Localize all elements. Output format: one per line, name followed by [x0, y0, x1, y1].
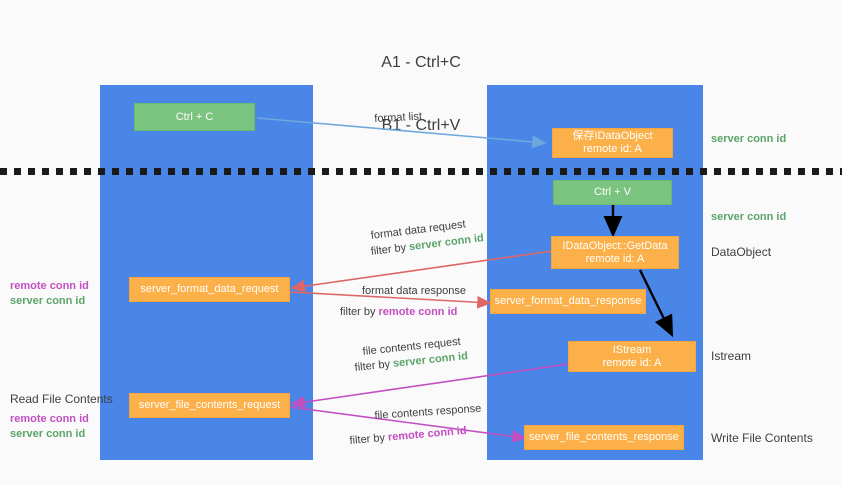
arrow-getdata-to-istream	[638, 269, 674, 338]
box-ctrl-v[interactable]: Ctrl + V	[553, 180, 672, 205]
box-istream[interactable]: IStream remote id: A	[568, 341, 696, 372]
title-line-1: A1 - Ctrl+C	[381, 54, 461, 71]
box-server-file-contents-request[interactable]: server_file_contents_request	[129, 393, 290, 418]
edge-filter-file-contents-request-prefix: filter by	[354, 357, 394, 374]
edge-filter-format-data-response-prefix: filter by	[340, 306, 379, 318]
arrow-format-list	[256, 117, 547, 149]
box-idataobject-getdata-line1: IDataObject::GetData	[562, 239, 668, 252]
box-ctrl-c-label: Ctrl + C	[175, 110, 214, 123]
phase-divider-dashed-line	[0, 168, 842, 175]
box-server-file-contents-response[interactable]: server_file_contents_response	[524, 425, 684, 450]
box-save-idataobject[interactable]: 保存IDataObject remote id: A	[552, 128, 673, 158]
annotation-right-2-text: DataObject	[711, 245, 772, 259]
annotation-right-0-text: server conn id	[711, 133, 787, 145]
annotation-left-remote-conn-id-2: remote conn id	[10, 412, 89, 426]
edge-filter-format-data-response-key: remote conn id	[378, 306, 458, 318]
annotation-right-istream: Istream	[711, 349, 751, 363]
annotation-left-3-text: remote conn id	[10, 413, 89, 425]
box-server-format-data-request-label: server_format_data_request	[140, 283, 279, 295]
box-server-file-contents-request-label: server_file_contents_request	[138, 399, 281, 411]
box-idataobject-getdata[interactable]: IDataObject::GetData remote id: A	[551, 236, 679, 269]
box-server-file-contents-response-label: server_file_contents_response	[529, 431, 679, 443]
annotation-right-4-text: Write File Contents	[711, 431, 813, 445]
annotation-right-write-file-contents: Write File Contents	[711, 431, 813, 445]
annotation-left-0-text: remote conn id	[10, 280, 89, 292]
annotation-right-1-text: server conn id	[711, 211, 787, 223]
annotation-left-1-text: server conn id	[10, 295, 86, 307]
edge-caption-format-data-response-text: format data response	[362, 285, 466, 297]
edge-caption-format-list: format list	[374, 110, 422, 126]
annotation-left-server-conn-id-1: server conn id	[10, 294, 85, 308]
annotation-left-2-text: Read File Contents	[10, 392, 113, 406]
annotation-left-read-file-contents: Read File Contents	[10, 392, 113, 406]
box-istream-line1: IStream	[612, 343, 652, 356]
box-server-format-data-request[interactable]: server_format_data_request	[129, 277, 290, 302]
box-server-format-data-response-label: server_format_data_response	[494, 295, 642, 307]
box-save-idataobject-line2: remote id: A	[583, 143, 642, 155]
annotation-right-server-conn-id-2: server conn id	[711, 210, 786, 224]
annotation-left-server-conn-id-2: server conn id	[10, 427, 85, 441]
annotation-left-4-text: server conn id	[10, 428, 86, 440]
box-ctrl-c[interactable]: Ctrl + C	[134, 103, 255, 131]
annotation-right-3-text: Istream	[711, 349, 752, 363]
box-server-format-data-response[interactable]: server_format_data_response	[490, 289, 646, 314]
arrow-file-contents-request	[290, 363, 569, 409]
edge-caption-format-data-response: format data response	[362, 284, 466, 298]
box-istream-line2: remote id: A	[602, 356, 662, 369]
arrow-file-contents-response	[289, 406, 527, 443]
annotation-left-remote-conn-id-1: remote conn id	[10, 279, 89, 293]
arrow-format-data-response	[289, 291, 492, 309]
arrow-format-data-request	[290, 250, 553, 293]
annotation-right-dataobject: DataObject	[711, 245, 771, 259]
edge-filter-file-contents-response-prefix: filter by	[349, 431, 389, 447]
box-idataobject-getdata-line2: remote id: A	[585, 252, 645, 265]
box-ctrl-v-label: Ctrl + V	[594, 186, 631, 198]
annotation-right-server-conn-id-1: server conn id	[711, 132, 786, 146]
edge-caption-format-list-text: format list	[374, 110, 423, 125]
box-save-idataobject-line1: 保存IDataObject	[572, 130, 653, 142]
edge-filter-format-data-response: filter by remote conn id	[340, 305, 457, 319]
